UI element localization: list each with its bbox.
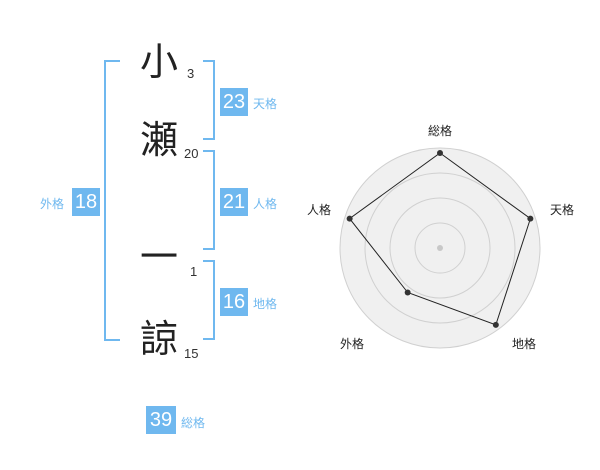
name-char-2: 瀬 <box>140 118 179 162</box>
stroke-count-3: 1 <box>190 264 198 279</box>
radar-axis-label-jinkaku: 人格 <box>307 203 332 217</box>
radar-center-dot <box>437 245 443 251</box>
radar-point <box>492 321 499 328</box>
radar-ring <box>364 172 516 324</box>
chikaku-bracket <box>203 260 215 340</box>
radar-point <box>437 150 443 156</box>
radar-point <box>527 215 534 222</box>
radar-data-polygon <box>348 152 531 326</box>
radar-point <box>346 215 353 222</box>
radar-axis-label-soukaku: 総格 <box>428 124 453 138</box>
stroke-count-1: 3 <box>187 66 195 81</box>
gaikaku-bracket <box>104 60 120 341</box>
jinkaku-score: 21 <box>220 188 248 216</box>
stroke-count-4: 15 <box>184 346 199 361</box>
chikaku-label: 地格 <box>253 297 278 311</box>
stroke-count-2: 20 <box>184 146 199 161</box>
gaikaku-score: 18 <box>72 188 100 216</box>
tenkaku-label: 天格 <box>253 97 278 111</box>
name-char-4: 諒 <box>140 317 179 361</box>
soukaku-label: 総格 <box>181 416 206 430</box>
tenkaku-bracket <box>203 60 215 140</box>
name-char-3: 一 <box>140 235 179 279</box>
gaikaku-label: 外格 <box>40 197 65 211</box>
name-char-1: 小 <box>140 40 179 84</box>
jinkaku-label: 人格 <box>253 197 278 211</box>
radar-axis-label-gaikaku: 外格 <box>340 337 365 351</box>
radar-point <box>404 289 411 296</box>
tenkaku-score: 23 <box>220 88 248 116</box>
soukaku-score: 39 <box>146 406 176 434</box>
radar-ring <box>414 222 466 274</box>
jinkaku-bracket <box>203 150 215 250</box>
radar-axis-label-chikaku: 地格 <box>512 337 537 351</box>
chikaku-score: 16 <box>220 288 248 316</box>
radar-ring <box>389 197 491 299</box>
radar-axis-label-tenkaku: 天格 <box>550 203 575 217</box>
